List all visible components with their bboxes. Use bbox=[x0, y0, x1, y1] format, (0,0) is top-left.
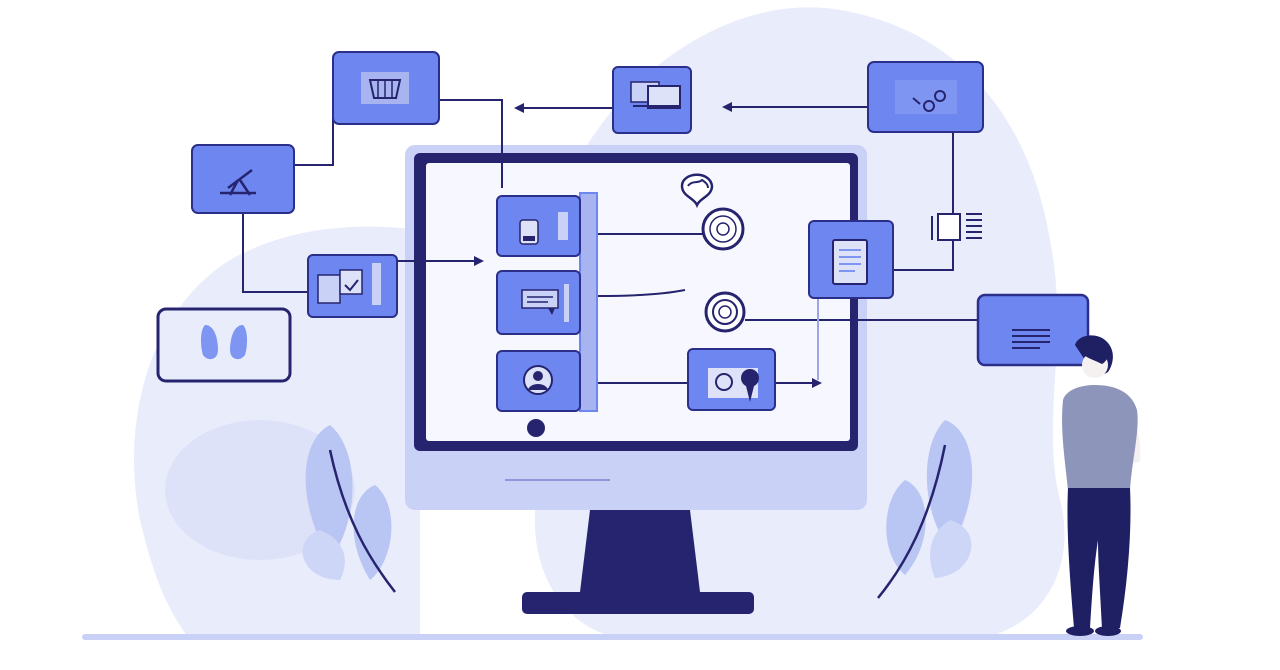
magnifier-card-icon bbox=[708, 368, 759, 402]
person-shirt bbox=[1062, 385, 1138, 490]
left-inner-blob bbox=[165, 420, 355, 560]
screen-card-search bbox=[687, 348, 776, 411]
monitor-screen bbox=[426, 163, 850, 441]
shopping-cart-icon bbox=[361, 72, 409, 104]
user-avatar-icon bbox=[523, 365, 553, 395]
list-card-icon bbox=[1012, 329, 1050, 349]
connectors bbox=[242, 99, 978, 388]
screen-card-chat bbox=[496, 270, 581, 335]
screen-card-document bbox=[808, 220, 894, 299]
earbuds-icon bbox=[200, 325, 248, 360]
card-desktop bbox=[612, 66, 692, 134]
screen-card-user bbox=[496, 350, 581, 412]
checklist-icon bbox=[317, 263, 381, 305]
person-pants bbox=[1067, 488, 1131, 628]
card-shopping-cart bbox=[332, 51, 440, 125]
monitor-foot bbox=[522, 592, 754, 614]
right-plant bbox=[877, 420, 973, 599]
target-ring-icon bbox=[704, 291, 746, 333]
cloud-badge-icon bbox=[680, 173, 714, 209]
telescope-icon bbox=[220, 169, 256, 196]
card-link bbox=[867, 61, 984, 133]
screen-dot bbox=[527, 419, 545, 437]
document-icon bbox=[832, 239, 868, 285]
screen-divider-bar bbox=[579, 192, 598, 412]
card-checklist bbox=[307, 254, 398, 318]
card-earbuds bbox=[156, 307, 292, 383]
card-list bbox=[976, 293, 1090, 367]
seal-badge-icon bbox=[701, 207, 745, 251]
monitor-stand bbox=[580, 510, 700, 592]
chat-bubble-icon bbox=[521, 284, 569, 322]
person-shoe-right bbox=[1095, 626, 1121, 636]
server-rack-icon bbox=[931, 213, 982, 241]
person-shoe-left bbox=[1066, 626, 1094, 636]
person-figure bbox=[1062, 335, 1141, 636]
screen-card-device bbox=[496, 195, 581, 257]
card-telescope bbox=[191, 144, 295, 214]
chain-link-icon bbox=[895, 80, 957, 114]
device-icon bbox=[519, 212, 568, 245]
desktop-computer-icon bbox=[630, 81, 681, 109]
left-plant bbox=[302, 425, 396, 593]
